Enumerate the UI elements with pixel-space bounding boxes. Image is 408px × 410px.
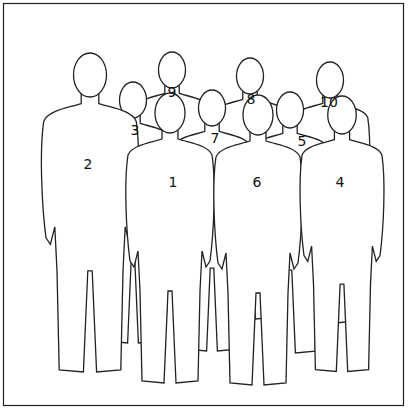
- callout-number: 10: [318, 94, 340, 110]
- person-silhouette: [41, 53, 138, 372]
- callout-number: 7: [209, 130, 222, 146]
- frame-border: [4, 4, 404, 406]
- callout-number: 4: [334, 174, 347, 190]
- person-silhouette: [126, 93, 214, 383]
- callout-number: 9: [166, 84, 179, 100]
- person-silhouette: [300, 96, 384, 372]
- callout-number: 5: [296, 133, 309, 149]
- callout-number: 2: [82, 156, 95, 172]
- callout-number: 1: [167, 174, 180, 190]
- callout-number: 3: [129, 122, 142, 138]
- callout-number: 6: [251, 174, 264, 190]
- callout-number: 8: [245, 91, 258, 107]
- person-silhouette: [214, 95, 302, 385]
